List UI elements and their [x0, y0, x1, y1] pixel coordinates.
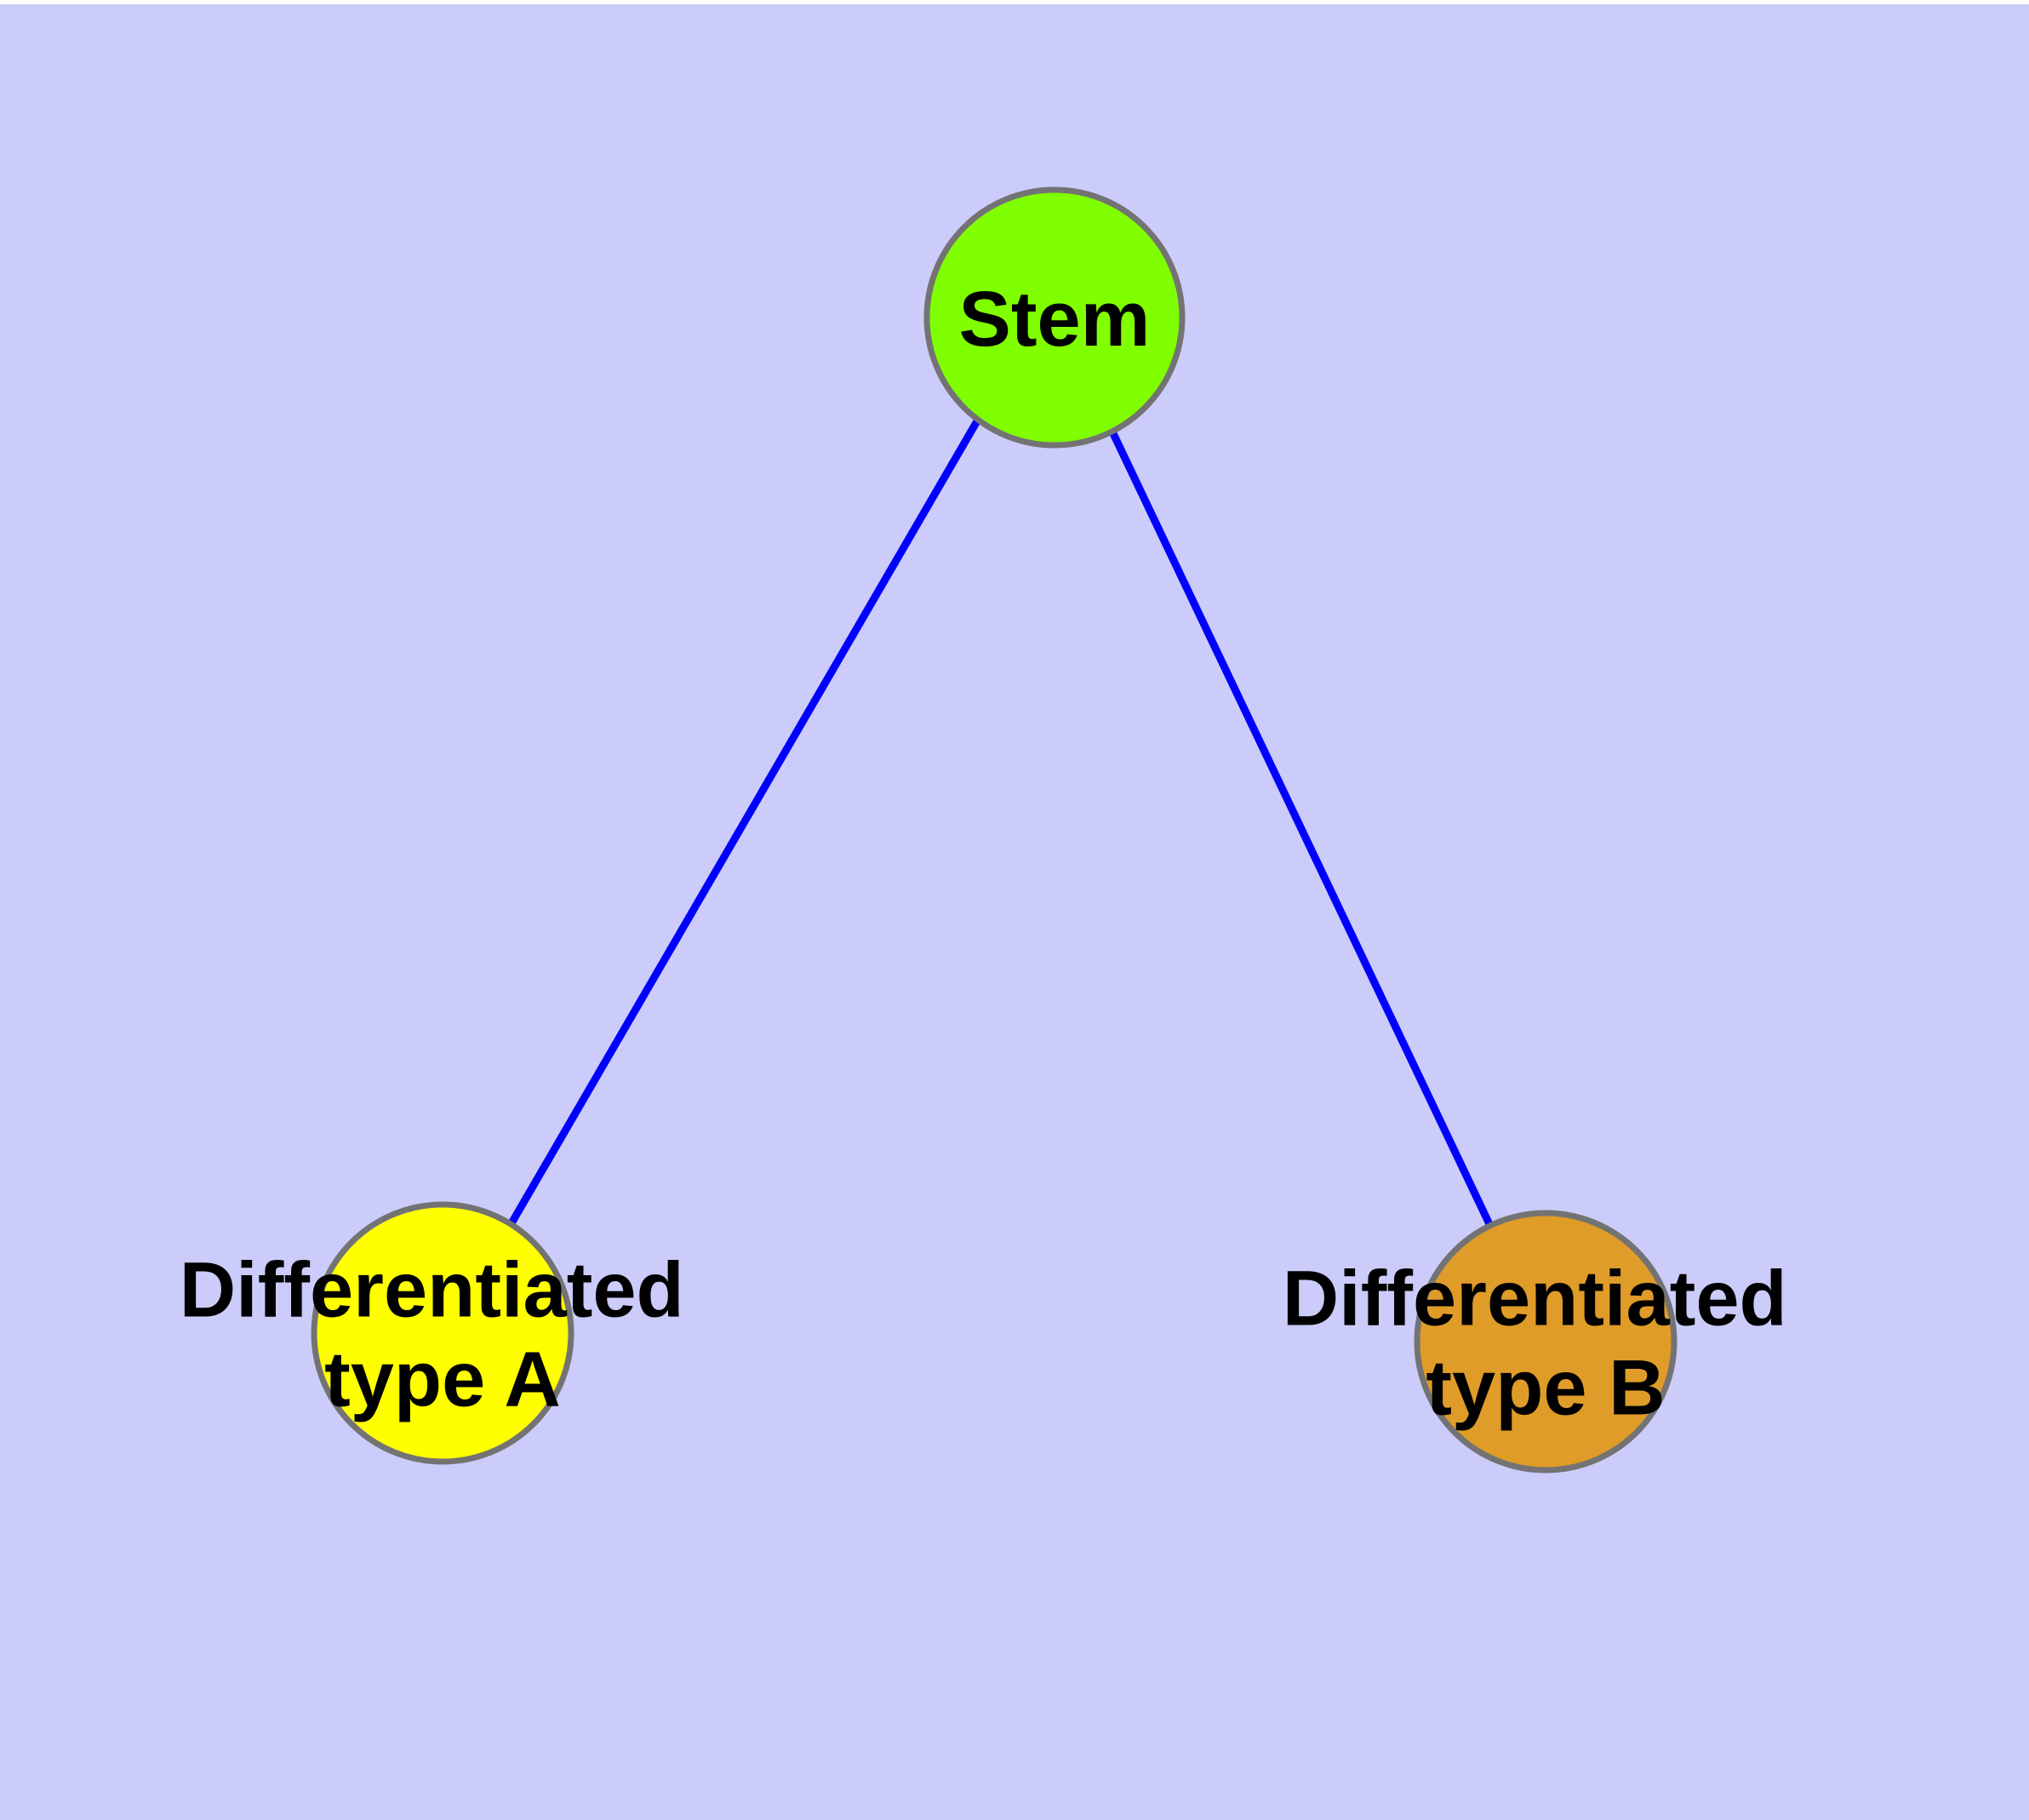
- node-label-diff-b: Differentiated type B: [1283, 1256, 1809, 1432]
- label-layer: Differentiated type A Differentiated typ…: [180, 276, 1809, 1432]
- node-stem[interactable]: [923, 186, 1186, 449]
- node-label-diff-b-line-2: type B: [1426, 1345, 1665, 1432]
- node-layer: [311, 186, 1677, 1474]
- edge-stem-to-diff-b[interactable]: [1107, 428, 1494, 1226]
- node-label-diff-a: Differentiated type A: [180, 1247, 706, 1423]
- node-label-stem: Stem: [959, 276, 1151, 363]
- node-label-diff-b-line-1: Differentiated: [1283, 1256, 1787, 1342]
- node-circle-diff-b[interactable]: [1414, 1210, 1677, 1474]
- node-circle-diff-a[interactable]: [311, 1201, 574, 1465]
- edge-stem-to-diff-a[interactable]: [508, 417, 981, 1226]
- node-circle-stem[interactable]: [923, 186, 1186, 449]
- edge-layer: [508, 417, 1494, 1226]
- node-diff-a[interactable]: [311, 1201, 574, 1465]
- node-label-diff-a-line-2: type A: [324, 1336, 561, 1423]
- node-diff-b[interactable]: [1414, 1210, 1677, 1474]
- node-label-stem-line-1: Stem: [959, 276, 1151, 363]
- node-label-diff-a-line-1: Differentiated: [180, 1247, 684, 1334]
